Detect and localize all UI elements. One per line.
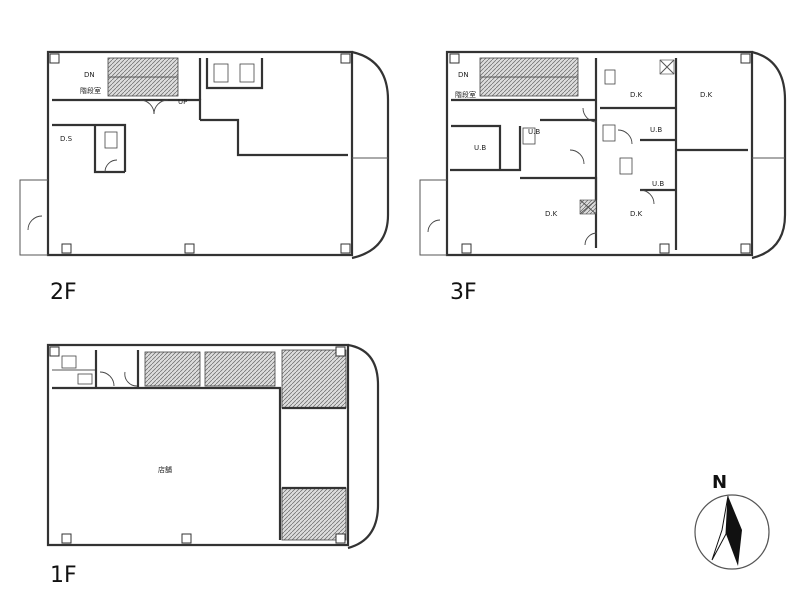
room-label-3f-ub-1: U.B [474,144,486,152]
north-arrow-icon [726,496,742,566]
floor-plan-1f: 店舗 [46,343,380,550]
room-label-3f-dn: DN [458,71,469,79]
room-label-2f-ds: D.S [60,135,73,143]
floor-label-2f: 2F [50,280,77,305]
room-label-2f-stair: 階段室 [80,86,101,95]
room-label-3f-ub-3: U.B [652,180,664,188]
room-label-3f-ub-4: U.B [528,128,540,136]
floor-plan-2f: DN 階段室 UP D.S [19,50,390,260]
room-label-3f-dk-2: D.K [545,210,558,218]
room-label-3f-stair: 階段室 [455,90,476,99]
room-label-3f-dk-1: D.K [630,91,643,99]
room-label-3f-ub-2: U.B [650,126,662,134]
compass-north-label: N [712,472,727,493]
floor-label-1f: 1F [50,563,77,588]
room-label-3f-dk-3: D.K [630,210,643,218]
room-label-3f-dk-4: D.K [700,91,713,99]
floor-plan-3f: DN 階段室 U.B D.K D.K D.K D.K U.B U.B U.B [419,50,787,260]
room-label-2f-dn: DN [84,71,95,79]
compass-rose: N [694,472,770,570]
room-label-1f-shop: 店舗 [158,465,172,474]
room-label-2f-up: UP [178,98,187,106]
floor-label-3f: 3F [450,280,477,305]
